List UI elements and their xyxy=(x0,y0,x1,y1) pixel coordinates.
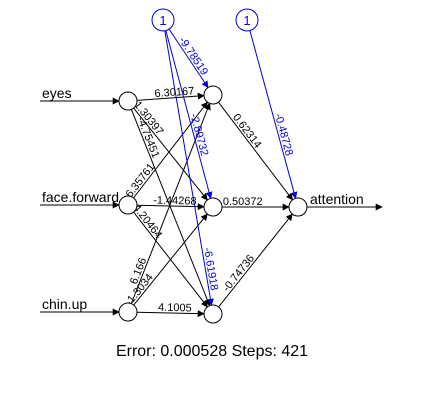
weight-label: -1.44268 xyxy=(153,195,197,208)
input-label-chin.up: chin.up xyxy=(42,296,87,312)
weight-edge xyxy=(133,213,208,306)
input-label-face.forward: face.forward xyxy=(42,189,119,205)
bias-node-label: 1 xyxy=(243,13,250,28)
weight-edge xyxy=(133,107,208,201)
bias-edge xyxy=(164,30,214,306)
hidden-node xyxy=(203,85,223,105)
input-node xyxy=(118,91,138,111)
weight-edge xyxy=(130,102,211,304)
weight-edge-output xyxy=(218,213,293,308)
error-steps-summary: Error: 0.000528 Steps: 421 xyxy=(116,343,308,360)
hidden-node xyxy=(203,197,223,217)
input-label-eyes: eyes xyxy=(42,85,72,101)
bias-node xyxy=(235,8,259,32)
bias-node-label: 1 xyxy=(159,13,166,28)
weight-label-output: -0.74736 xyxy=(221,253,257,294)
weight-edge-output xyxy=(218,101,293,201)
weight-label-output: 0.50372 xyxy=(223,196,263,208)
weight-label: 6.30167 xyxy=(154,85,195,100)
weight-edge xyxy=(133,101,208,199)
input-node xyxy=(118,302,138,322)
bias-node xyxy=(151,8,175,32)
bias-edge xyxy=(168,28,209,89)
weight-label: 4.1005 xyxy=(158,302,192,315)
input-node xyxy=(118,195,138,215)
weight-edge xyxy=(136,310,205,318)
bias-weight-label: -9.78519 xyxy=(176,35,210,78)
output-node xyxy=(288,197,308,217)
bias-edge-output xyxy=(249,30,298,199)
bias-weight-label-output: -0.48728 xyxy=(272,112,295,157)
weight-edge xyxy=(136,203,205,211)
weight-edge xyxy=(136,92,205,101)
weight-edge xyxy=(130,109,211,307)
weight-label-output: 0.62314 xyxy=(230,112,264,151)
output-label: attention xyxy=(310,191,364,207)
bias-edge xyxy=(165,30,213,199)
bias-weight-label: -6.61918 xyxy=(201,247,220,292)
hidden-node xyxy=(203,304,223,324)
